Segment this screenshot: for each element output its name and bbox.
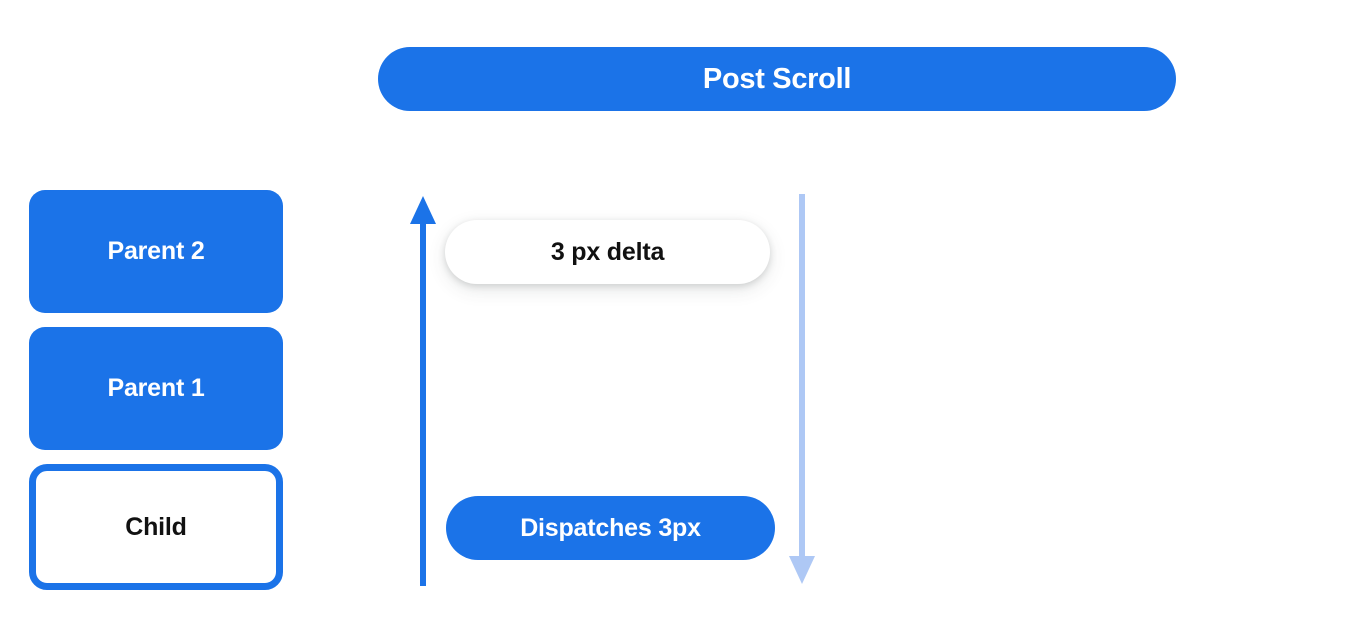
scroll-up-arrow-icon [410, 196, 436, 586]
dispatch-pill-label: Dispatches 3px [520, 513, 701, 542]
node-box-label: Parent 2 [107, 237, 205, 265]
node-box-child[interactable]: Child [29, 464, 283, 590]
dispatch-pill: Dispatches 3px [446, 496, 775, 560]
header-title: Post Scroll [702, 62, 852, 95]
node-box-parent-1[interactable]: Parent 1 [29, 327, 283, 450]
node-stack: Parent 2 Parent 1 Child [29, 190, 283, 590]
delta-pill-label: 3 px delta [550, 237, 665, 266]
post-scroll-header: Post Scroll [378, 47, 1176, 111]
scroll-down-arrow-icon [789, 194, 815, 584]
node-box-parent-2[interactable]: Parent 2 [29, 190, 283, 313]
node-box-label: Parent 1 [107, 374, 205, 402]
delta-pill: 3 px delta [445, 220, 770, 284]
node-box-label: Child [125, 512, 187, 541]
